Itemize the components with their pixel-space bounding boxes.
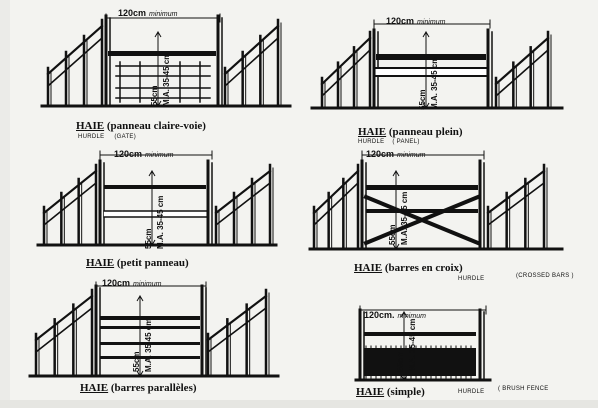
top-pole bbox=[104, 185, 206, 189]
height-arrow-head bbox=[136, 295, 144, 302]
hurdle-english-sublabel: (CROSSED BARS ) bbox=[516, 273, 574, 279]
top-pole bbox=[108, 51, 216, 56]
hurdle-english-label: HURDLE (GATE) bbox=[78, 134, 137, 140]
hurdle-english-label: HURDLE ( PANEL) bbox=[358, 139, 420, 145]
height-arrow-head bbox=[422, 31, 430, 38]
wing-diagonal-rail bbox=[34, 294, 94, 342]
wing-diagonal-rail bbox=[486, 181, 546, 227]
small-panel-board bbox=[104, 211, 206, 217]
wing-diagonal-rail bbox=[206, 306, 268, 354]
wing-diagonal-rail bbox=[206, 294, 268, 342]
height-arrow-head bbox=[154, 31, 162, 38]
scan-edge bbox=[0, 0, 10, 408]
wing-diagonal-rail bbox=[42, 169, 98, 215]
hurdle-drawing bbox=[354, 305, 492, 382]
height-arrow-head bbox=[422, 102, 430, 109]
height-range-label: M.A. 35-45 cm bbox=[400, 191, 409, 245]
hurdle-name-label: HAIE (barres en croix) bbox=[354, 262, 463, 274]
height-arrow-head bbox=[400, 311, 408, 318]
height-range-label: M.A. 35-45 cm bbox=[408, 318, 417, 372]
width-dimension: 120cm.minimum bbox=[364, 310, 426, 320]
height-range-label: M.A. 35-45 cm bbox=[144, 318, 153, 372]
parallel-pole bbox=[100, 326, 200, 329]
height-min-label: 55cm bbox=[418, 89, 427, 110]
hurdle-panel-brush-fence: 120cm.minimum 55cm M.A. 35-45 cm HAIE (s… bbox=[300, 272, 598, 408]
hurdle-drawing bbox=[28, 281, 280, 378]
height-range-label: M.A. 35-45 cm bbox=[156, 195, 165, 249]
hurdle-english-label: HURDLE bbox=[458, 389, 485, 395]
wing-diagonal-rail bbox=[320, 48, 372, 98]
hurdle-name-label: HAIE (petit panneau) bbox=[86, 257, 189, 269]
hurdle-english-sublabel: ( BRUSH FENCE bbox=[498, 386, 549, 392]
wing-diagonal-rail bbox=[46, 24, 104, 76]
height-min-label: 55cm bbox=[396, 351, 405, 372]
height-arrow-head bbox=[154, 100, 162, 107]
parallel-pole bbox=[100, 356, 200, 359]
hurdle-drawing bbox=[36, 150, 278, 247]
hurdle-drawing bbox=[40, 13, 292, 108]
wing-diagonal-rail bbox=[312, 169, 360, 215]
wing-diagonal-rail bbox=[223, 36, 280, 88]
height-min-label: 55cm bbox=[144, 228, 153, 249]
wing-diagonal-rail bbox=[214, 169, 272, 215]
wing-diagonal-rail bbox=[42, 181, 98, 227]
hurdle-drawing bbox=[310, 19, 564, 110]
height-arrow-head bbox=[148, 239, 156, 246]
height-arrow-head bbox=[400, 374, 408, 381]
height-min-label: 55cm bbox=[150, 85, 159, 106]
wing-diagonal-rail bbox=[46, 36, 104, 88]
hurdle-english-label: HURDLE bbox=[458, 276, 485, 282]
hurdle-name-label: HAIE (simple) bbox=[356, 386, 425, 398]
wing-diagonal-rail bbox=[320, 36, 372, 86]
wing-diagonal-rail bbox=[486, 169, 546, 215]
height-min-label: 55cm bbox=[132, 351, 141, 372]
wing-diagonal-rail bbox=[34, 306, 94, 354]
wing-diagonal-rail bbox=[312, 181, 360, 227]
scan-edge bbox=[0, 400, 598, 408]
hurdle-name-label: HAIE (panneau plein) bbox=[358, 126, 463, 138]
height-arrow-head bbox=[392, 243, 400, 250]
top-pole bbox=[364, 332, 476, 336]
hurdle-drawing bbox=[308, 150, 564, 251]
height-arrow-head bbox=[148, 170, 156, 177]
hurdle-name-label: HAIE (barres parallèles) bbox=[80, 382, 197, 394]
crossed-bar bbox=[363, 194, 481, 246]
wing-diagonal-rail bbox=[214, 181, 272, 227]
height-min-label: 55cm bbox=[388, 224, 397, 245]
brush-fill bbox=[364, 348, 476, 376]
parallel-pole bbox=[100, 342, 200, 345]
wing-diagonal-rail bbox=[494, 48, 550, 98]
panel-board bbox=[376, 68, 486, 76]
height-range-label: M.A. 35-45 cm bbox=[430, 56, 439, 110]
top-pole bbox=[376, 54, 486, 60]
height-range-label: M.A. 35-45 cm bbox=[162, 52, 171, 106]
hurdle-name-label: HAIE (panneau claire-voie) bbox=[76, 120, 206, 132]
height-arrow-head bbox=[136, 370, 144, 377]
top-pole bbox=[366, 185, 478, 190]
parallel-pole bbox=[100, 316, 200, 320]
wing-diagonal-rail bbox=[494, 36, 550, 86]
wing-diagonal-rail bbox=[223, 24, 280, 76]
height-arrow-head bbox=[392, 170, 400, 177]
middle-pole bbox=[366, 209, 478, 213]
